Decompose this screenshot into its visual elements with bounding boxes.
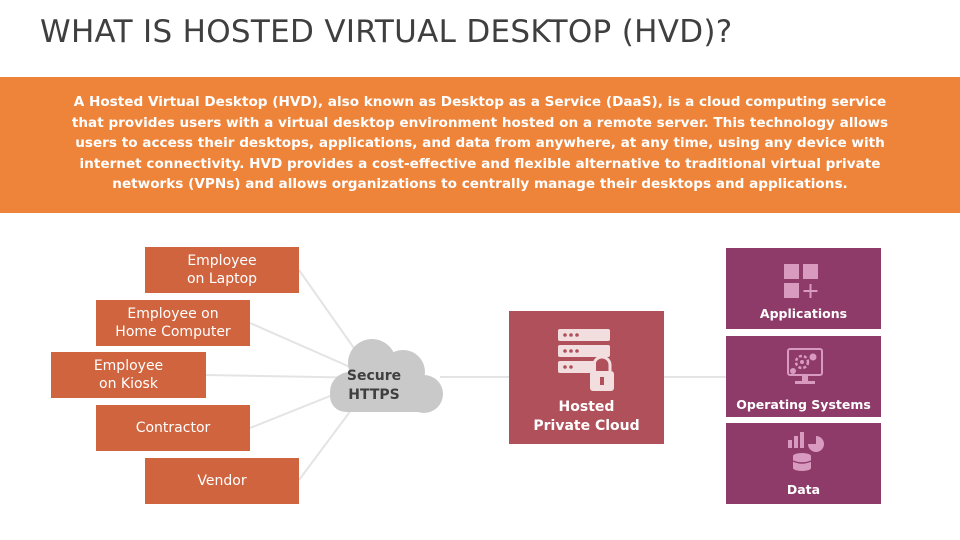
description-line: that provides users with a virtual deskt… (71, 114, 889, 131)
description-line: internet connectivity. HVD provides a co… (79, 155, 881, 172)
secure-https-label: Secure HTTPS (346, 368, 402, 403)
server-lock-icon (558, 329, 614, 391)
database-chart-icon (788, 432, 824, 471)
service-applications-box (726, 248, 881, 329)
description-text: A Hosted Virtual Desktop (HVD), also kno… (30, 92, 930, 195)
user-contractor: Contractor (96, 405, 250, 451)
service-data-label: Data (786, 482, 821, 497)
monitor-gears-icon (787, 348, 823, 384)
cloud-shape (330, 339, 443, 413)
service-applications-label: Applications (759, 306, 848, 321)
description-line: networks (VPNs) and allows organizations… (112, 176, 848, 193)
apps-grid-icon (784, 264, 818, 298)
description-line: A Hosted Virtual Desktop (HVD), also kno… (73, 94, 887, 110)
description-line: users to access their desktops, applicat… (75, 135, 885, 152)
service-operating-systems-label: Operating Systems (736, 397, 871, 412)
page-title: WHAT IS HOSTED VIRTUAL DESKTOP (HVD)? (40, 14, 733, 50)
hosted-private-cloud-label: Hosted Private Cloud (533, 399, 640, 434)
description-banner (0, 77, 960, 213)
user-vendor: Vendor (145, 458, 299, 504)
